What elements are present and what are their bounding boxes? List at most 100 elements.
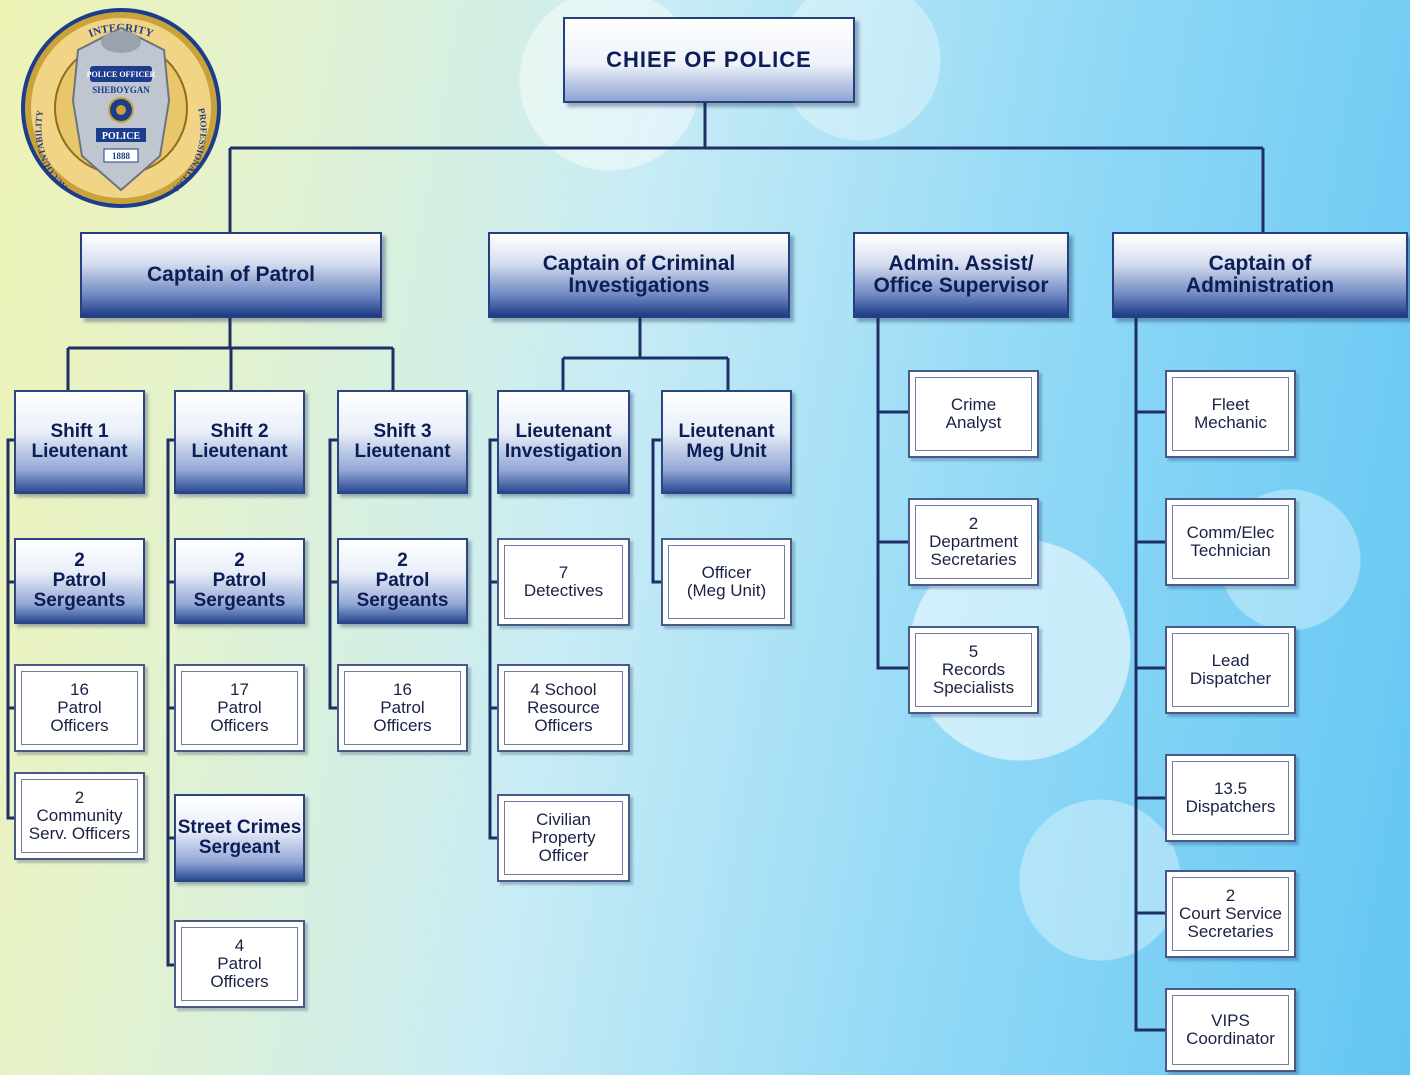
line-1: Lieutenant xyxy=(515,421,612,443)
chief-of-police-box: CHIEF OF POLICE xyxy=(563,17,855,103)
title-line-2: Office Supervisor xyxy=(873,274,1049,297)
line-1: 16 xyxy=(70,680,89,700)
line-3: Officers xyxy=(210,715,269,735)
shift3-lieutenant-box: Shift 3 Lieutenant xyxy=(337,390,468,494)
line-3: Sergeants xyxy=(193,589,286,611)
shift1-patrol-sergeants-box: 2 Patrol Sergeants xyxy=(14,538,145,624)
line-1: Civilian xyxy=(536,810,591,830)
street-crimes-sergeant-box: Street Crimes Sergeant xyxy=(174,794,305,882)
line-2: Patrol xyxy=(217,954,262,974)
crime-analyst-box: Crime Analyst xyxy=(908,370,1039,458)
line-1: Lead xyxy=(1211,651,1250,671)
line-1: Shift 1 xyxy=(50,421,109,443)
line-2: Records xyxy=(941,660,1006,680)
shift3-patrol-sergeants-box: 2 Patrol Sergeants xyxy=(337,538,468,624)
detectives-box: 7 Detectives xyxy=(497,538,630,626)
line-2: Meg Unit xyxy=(686,441,767,462)
meg-unit-officer-box: Officer (Meg Unit) xyxy=(661,538,792,626)
line-1: 2 xyxy=(74,550,85,572)
line-3: Officers xyxy=(373,715,432,735)
admin-assist-office-supervisor-box: Admin. Assist/ Office Supervisor xyxy=(853,232,1069,318)
line-1: Fleet xyxy=(1211,395,1250,415)
line-1: 2 xyxy=(397,550,408,572)
line-2: Sergeant xyxy=(198,837,281,858)
line-1: Officer xyxy=(701,563,752,583)
line-2: Department xyxy=(929,532,1018,552)
line-1: 4 xyxy=(234,936,245,956)
shift3-patrol-officers-box: 16 Patrol Officers xyxy=(337,664,468,752)
svg-text:POLICE: POLICE xyxy=(102,131,141,142)
shift2-patrol-officers-box: 17 Patrol Officers xyxy=(174,664,305,752)
line-1: 2 xyxy=(1225,886,1236,906)
civilian-property-officer-box: Civilian Property Officer xyxy=(497,794,630,882)
line-1: 5 xyxy=(968,642,979,662)
vips-coordinator-box: VIPS Coordinator xyxy=(1165,988,1296,1072)
line-3: Serv. Officers xyxy=(28,823,131,843)
title-line-2: Administration xyxy=(1185,274,1335,297)
line-2: Mechanic xyxy=(1194,413,1267,432)
line-2: (Meg Unit) xyxy=(686,581,767,600)
line-3: Sergeants xyxy=(33,589,126,611)
line-1: 17 xyxy=(230,680,249,700)
line-2: Coordinator xyxy=(1186,1029,1275,1048)
line-1: 16 xyxy=(393,680,412,700)
court-service-secretaries-box: 2 Court Service Secretaries xyxy=(1165,870,1296,958)
line-2: Patrol xyxy=(212,570,267,592)
captain-of-administration-box: Captain of Administration xyxy=(1112,232,1408,318)
line-3: Officers xyxy=(534,715,593,735)
line-3: Officers xyxy=(210,971,269,991)
line-1: Shift 2 xyxy=(210,421,269,443)
title-line-2: Investigations xyxy=(568,274,710,297)
captain-of-patrol-label: Captain of Patrol xyxy=(146,262,315,286)
line-1: Shift 3 xyxy=(373,421,432,443)
line-2: Lieutenant xyxy=(31,441,128,462)
line-2: Dispatcher xyxy=(1189,669,1272,688)
svg-text:1888: 1888 xyxy=(112,151,131,161)
line-2: Patrol xyxy=(375,570,430,592)
lead-dispatcher-box: Lead Dispatcher xyxy=(1165,626,1296,714)
line-1: Street Crimes xyxy=(177,817,302,839)
captain-criminal-investigations-box: Captain of Criminal Investigations xyxy=(488,232,790,318)
line-1: Crime xyxy=(950,395,997,415)
line-2: Analyst xyxy=(945,413,1002,432)
line-1: 13.5 xyxy=(1213,779,1248,799)
line-2: Detectives xyxy=(523,581,604,600)
shift2-patrol-sergeants-box: 2 Patrol Sergeants xyxy=(174,538,305,624)
svg-text:SHEBOYGAN: SHEBOYGAN xyxy=(92,85,150,95)
svg-text:POLICE OFFICER: POLICE OFFICER xyxy=(87,70,156,79)
line-3: Secretaries xyxy=(930,549,1017,569)
department-secretaries-box: 2 Department Secretaries xyxy=(908,498,1039,586)
school-resource-officers-box: 4 School Resource Officers xyxy=(497,664,630,752)
line-2: Patrol xyxy=(380,698,425,718)
line-2: Court Service xyxy=(1179,904,1282,924)
line-3: Officer xyxy=(538,845,589,865)
line-1: 7 xyxy=(558,563,569,583)
chief-label: CHIEF OF POLICE xyxy=(606,47,812,73)
line-1: 2 xyxy=(74,788,85,808)
captain-of-patrol-box: Captain of Patrol xyxy=(80,232,382,318)
line-2: Dispatchers xyxy=(1185,797,1276,816)
street-crimes-patrol-officers-box: 4 Patrol Officers xyxy=(174,920,305,1008)
line-2: Lieutenant xyxy=(354,441,451,462)
line-1: Lieutenant xyxy=(678,421,775,443)
records-specialists-box: 5 Records Specialists xyxy=(908,626,1039,714)
line-2: Community xyxy=(36,806,123,826)
line-2: Patrol xyxy=(57,698,102,718)
shift1-lieutenant-box: Shift 1 Lieutenant xyxy=(14,390,145,494)
line-2: Lieutenant xyxy=(191,441,288,462)
line-2: Investigation xyxy=(504,441,623,462)
lieutenant-investigation-box: Lieutenant Investigation xyxy=(497,390,630,494)
line-2: Patrol xyxy=(217,698,262,718)
comm-elec-technician-box: Comm/Elec Technician xyxy=(1165,498,1296,586)
dispatchers-box: 13.5 Dispatchers xyxy=(1165,754,1296,842)
line-1: VIPS xyxy=(1211,1011,1250,1031)
title-line-1: Captain of xyxy=(1208,251,1312,275)
line-1: Comm/Elec xyxy=(1186,523,1275,543)
line-2: Patrol xyxy=(52,570,107,592)
police-badge-logo: INTEGRITY ACCOUNTABILITY PROFESSIONALISM… xyxy=(21,8,221,208)
title-line-1: Captain of Criminal xyxy=(542,251,736,275)
line-2: Resource xyxy=(527,698,600,718)
lieutenant-meg-unit-box: Lieutenant Meg Unit xyxy=(661,390,792,494)
line-1: 2 xyxy=(968,514,979,534)
